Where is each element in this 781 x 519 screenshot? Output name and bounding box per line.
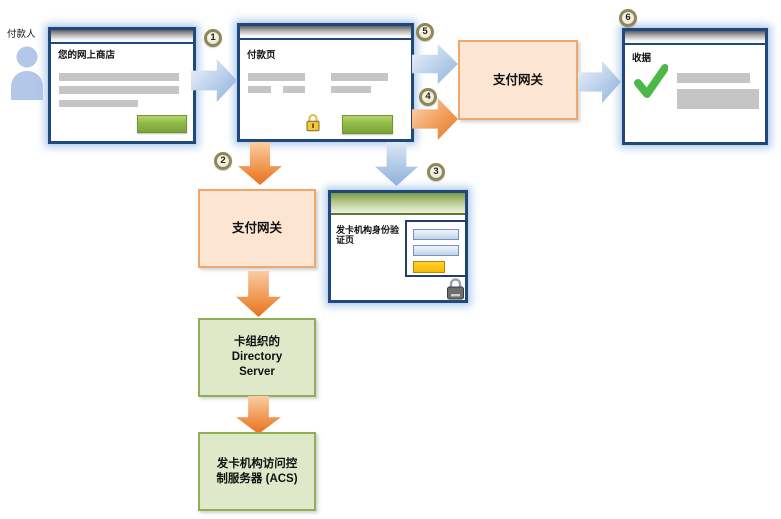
gray-lock-icon [446, 277, 465, 300]
step-6-number: 6 [625, 12, 631, 24]
payment-window-title: 付款页 [247, 50, 276, 61]
arrow-step-1 [191, 59, 237, 102]
person-icon [8, 44, 46, 100]
text-placeholder-bar [331, 73, 388, 81]
auth-input-field [413, 245, 459, 256]
arrow-directory-acs [236, 396, 281, 434]
text-placeholder-bar [677, 73, 750, 83]
auth-input-field [413, 229, 459, 240]
receipt-window: 收据 [622, 28, 768, 145]
payment-gateway-left-label: 支付网关 [231, 221, 282, 236]
text-placeholder-bar [59, 100, 138, 107]
step-4-badge: 4 [419, 88, 437, 106]
step-2-badge: 2 [214, 152, 232, 170]
green-button [137, 115, 187, 133]
text-placeholder-bar [331, 86, 371, 93]
shop-window-title: 您的网上商店 [58, 50, 116, 61]
acs-box: 发卡机构访问控 制服务器 (ACS) [198, 432, 316, 511]
text-placeholder-bar [677, 89, 759, 109]
arrow-gateway-directory [236, 271, 281, 317]
receipt-window-title: 收据 [632, 53, 652, 64]
text-placeholder-bar [59, 73, 179, 81]
payment-gateway-top-label: 支付网关 [492, 72, 543, 87]
gold-lock-icon [306, 113, 320, 132]
arrow-step-3 [375, 142, 418, 186]
text-placeholder-bar [59, 86, 179, 94]
arrow-step-2 [238, 142, 282, 185]
auth-window-title: 发卡机构身份验 证页 [336, 225, 400, 246]
payment-gateway-top-box: 支付网关 [458, 40, 578, 120]
text-placeholder-bar [283, 86, 305, 93]
step-2-number: 2 [220, 155, 226, 167]
text-placeholder-bar [248, 86, 271, 93]
text-placeholder-bar [248, 73, 305, 81]
arrow-step-5 [412, 44, 458, 84]
window-titlebar [331, 193, 465, 215]
auth-form-panel [405, 220, 467, 277]
acs-label: 发卡机构访问控 制服务器 (ACS) [216, 457, 298, 485]
arrow-gateway-receipt [578, 61, 621, 103]
arrow-step-4 [412, 98, 458, 140]
step-1-number: 1 [210, 32, 216, 44]
payment-gateway-left-box: 支付网关 [198, 189, 316, 268]
window-titlebar [625, 31, 765, 45]
window-titlebar [51, 30, 193, 44]
step-3-badge: 3 [427, 163, 445, 181]
step-1-badge: 1 [204, 29, 222, 47]
step-5-badge: 5 [416, 23, 434, 41]
payment-window: 付款页 [237, 23, 414, 142]
step-5-number: 5 [422, 26, 428, 38]
green-check-icon [634, 64, 668, 99]
auth-submit-button [413, 261, 445, 273]
window-titlebar [240, 26, 411, 40]
shop-window: 您的网上商店 [48, 27, 196, 144]
step-4-number: 4 [425, 91, 431, 103]
directory-server-label: 卡组织的 Directory Server [231, 336, 283, 378]
green-button [342, 115, 393, 134]
auth-window: 发卡机构身份验 证页 [328, 190, 468, 303]
directory-server-box: 卡组织的 Directory Server [198, 318, 316, 397]
payer-label: 付款人 [7, 29, 36, 40]
step-6-badge: 6 [619, 9, 637, 27]
step-3-number: 3 [433, 166, 439, 178]
